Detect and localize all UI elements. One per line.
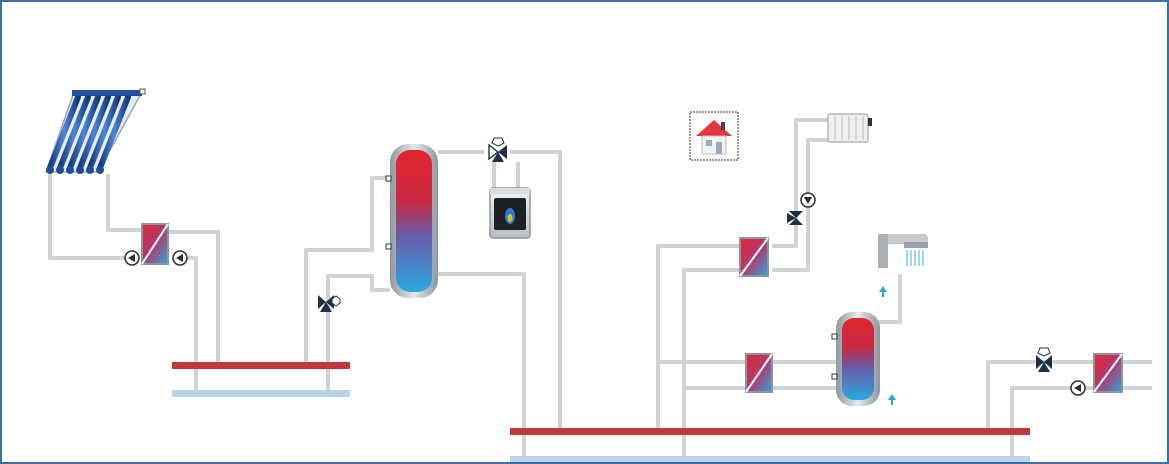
three-way-valve-icon — [318, 295, 341, 312]
return-header-left — [172, 390, 350, 397]
pipe-collector-return — [48, 174, 130, 260]
pipes — [48, 118, 1152, 460]
house-icon — [689, 111, 739, 161]
pipe-radiator-riser-b — [772, 138, 828, 272]
pipe-tank-upper — [304, 176, 390, 367]
supply-header-left — [172, 362, 350, 369]
pipe-hx-lower — [188, 256, 198, 394]
pump-icon — [124, 250, 140, 266]
pipe-tank-lower — [326, 274, 390, 394]
flow-arrow-icon — [879, 286, 896, 405]
pipe-valve-boiler — [510, 150, 562, 432]
heat-exchanger-icon — [1093, 353, 1123, 393]
shower-icon — [878, 234, 928, 268]
heat-exchanger-icon — [141, 223, 169, 265]
pump-icon — [1070, 380, 1086, 396]
pipe-hx-upper — [168, 230, 220, 367]
heat-exchanger-icon — [745, 353, 773, 393]
pipe-right-lower — [1010, 386, 1094, 460]
pipe-tank-bottom — [438, 272, 526, 460]
heat-exchanger-icon — [739, 237, 769, 277]
pump-icon — [172, 250, 188, 266]
radiator-icon — [827, 113, 872, 143]
solar-collector-icon — [44, 88, 146, 174]
gas-boiler-icon — [489, 187, 531, 239]
three-way-valve-icon — [787, 211, 803, 225]
supply-header-main — [510, 428, 1030, 435]
pipe-shower — [874, 274, 902, 324]
three-way-valve-icon — [1036, 347, 1052, 372]
pipe-radiator-mid — [682, 268, 740, 460]
pipe-radiator-riser-a — [772, 118, 828, 248]
return-header-main — [510, 456, 1030, 462]
storage-tank-icon — [831, 312, 880, 406]
three-way-valve-icon — [488, 137, 507, 162]
pipe-radiator-left — [656, 244, 740, 432]
headers — [172, 362, 1030, 462]
pipe-right-upper — [986, 360, 1094, 432]
pipe-collector-supply — [106, 174, 142, 232]
storage-tank-icon — [385, 144, 438, 298]
pump-icon — [800, 192, 816, 208]
